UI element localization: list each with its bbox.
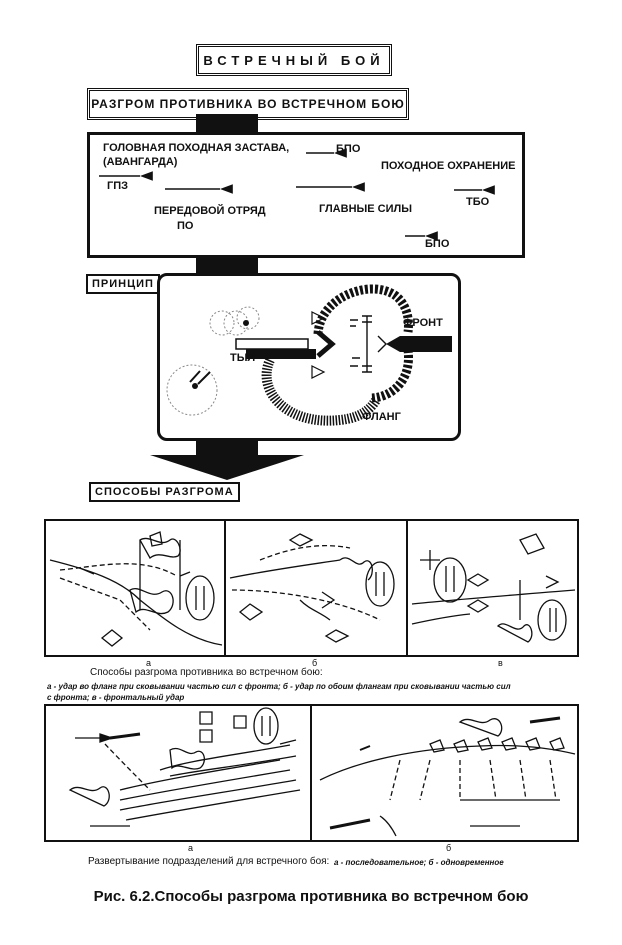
- methods-caption: Способы разгрома противника во встречном…: [90, 667, 323, 678]
- connector-bar-1: [196, 114, 258, 134]
- label-main-forces: ГЛАВНЫЕ СИЛЫ: [319, 203, 413, 215]
- flank-arc: [261, 357, 381, 426]
- front-arrow: [386, 336, 452, 352]
- label-march-guard: ПОХОДНОЕ ОХРАНЕНИЕ: [381, 160, 516, 172]
- label-tbo: ТБО: [466, 196, 490, 208]
- label-po: ПО: [177, 220, 194, 232]
- march-formation-box: [87, 132, 525, 258]
- principle-tag: ПРИНЦИП: [86, 274, 160, 294]
- label-front: ФРОНТ: [403, 317, 443, 329]
- methods-label-a: а: [146, 658, 152, 668]
- label-gpz: ГПЗ: [107, 180, 129, 192]
- label-rear: ТЫЛ: [230, 352, 256, 364]
- methods-caption-detail-1: а - удар во фланг при сковывании частью …: [47, 682, 511, 691]
- methods-label-b: б: [312, 658, 318, 668]
- label-forward-detachment: ПЕРЕДОВОЙ ОТРЯД: [154, 205, 266, 217]
- label-flank: ФЛАНГ: [362, 411, 401, 423]
- deployment-label-b: б: [446, 843, 452, 853]
- label-bpo-bottom: БПО: [425, 238, 450, 250]
- deployment-caption: Развертывание подразделений для встречно…: [88, 856, 330, 867]
- deployment-b-schematic: [319, 716, 576, 837]
- panel-a-schematic: [49, 531, 223, 647]
- figure-caption: Рис. 6.2.Способы разгрома противника во …: [93, 888, 529, 905]
- panel-v-schematic: [411, 533, 576, 643]
- deployment-divider: [310, 704, 312, 842]
- methods-divider-2: [406, 519, 408, 657]
- deployment-label-a: а: [188, 843, 194, 853]
- lower-arc: [369, 349, 413, 403]
- methods-panel-frame: [44, 519, 579, 657]
- label-head-outpost: ГОЛОВНАЯ ПОХОДНАЯ ЗАСТАВА,: [103, 142, 290, 154]
- methods-divider-1: [224, 519, 226, 657]
- connector-bar-2: [196, 255, 258, 275]
- methods-label-v: в: [498, 658, 503, 668]
- label-vanguard: (АВАНГАРДА): [103, 156, 178, 168]
- methods-caption-detail-2: с фронта; в - фронтальный удар: [47, 693, 185, 702]
- methods-tag: СПОСОБЫ РАЗГРОМА: [89, 482, 240, 502]
- diagram-title: ВСТРЕЧНЫЙ БОЙ: [196, 44, 392, 76]
- deployment-caption-detail: а - последовательное; б - одновременное: [334, 858, 504, 867]
- panel-b-schematic: [229, 533, 395, 643]
- front-arc: [313, 284, 413, 335]
- deployment-a-schematic: [68, 707, 301, 827]
